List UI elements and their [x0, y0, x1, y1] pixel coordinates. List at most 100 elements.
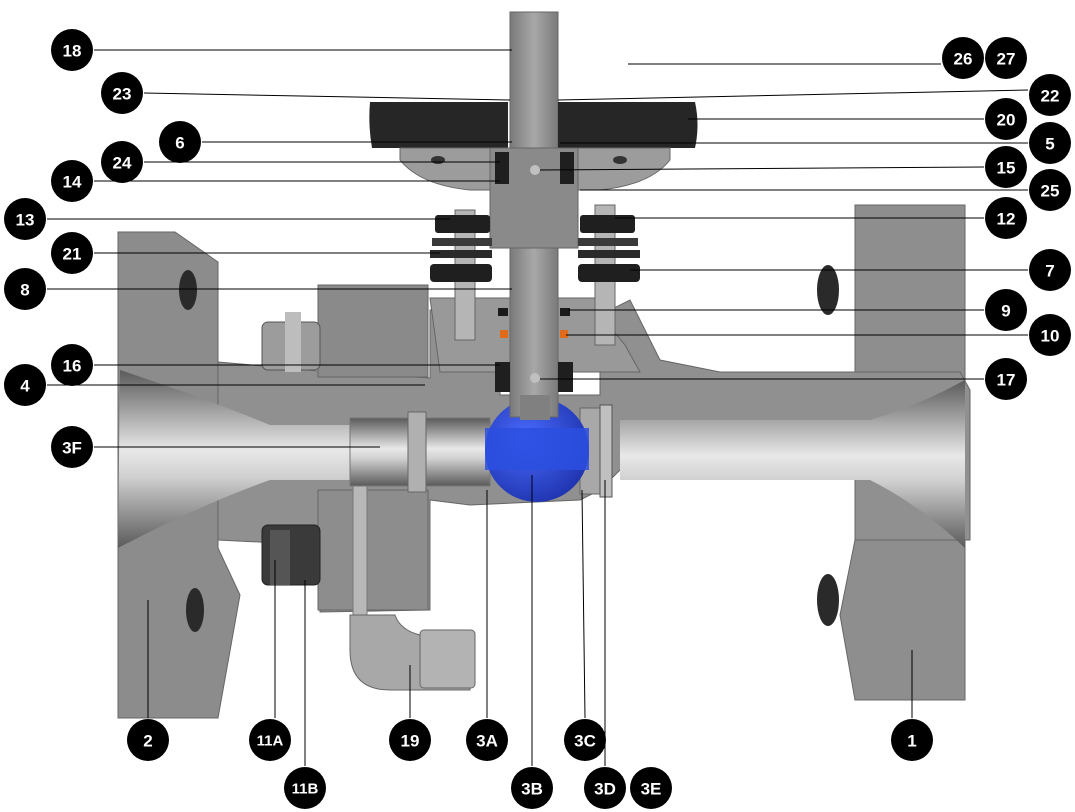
callout-label-7: 7 [1045, 262, 1054, 281]
stem-oring-left [500, 330, 508, 338]
outlet-bore-right [620, 380, 965, 548]
callout-bubble-13 [4, 198, 46, 240]
callout-bubble-22 [1029, 74, 1071, 116]
callout-label-21: 21 [63, 245, 82, 264]
callout-label-3B: 3B [521, 780, 543, 799]
callout-bubble-3B [511, 767, 553, 809]
stem-seal-black-r [560, 308, 570, 316]
callout-bubble-3E [630, 767, 672, 809]
callout-label-15: 15 [997, 159, 1016, 178]
stop-plate-hole-right [613, 156, 627, 164]
leader-line-23 [143, 92, 511, 101]
stem-pin-upper [530, 165, 540, 175]
callout-label-19: 19 [401, 732, 420, 751]
callout-bubble-26 [942, 37, 984, 79]
callout-label-11B: 11B [292, 781, 319, 798]
ball-bore [485, 428, 589, 470]
seat-spring [599, 404, 613, 498]
left-flange-bolt-hole-bottom [186, 588, 204, 632]
callout-bubble-1 [891, 719, 933, 761]
callout-bubble-9 [985, 289, 1027, 331]
stem-pin-lower [530, 373, 540, 383]
right-flange-bolt-hole-top [817, 265, 839, 315]
bolt-head-lower [270, 530, 290, 585]
callout-label-9: 9 [1001, 302, 1010, 321]
callout-label-22: 22 [1041, 87, 1060, 106]
disc-spring-right-3 [578, 264, 640, 282]
callout-bubble-2 [127, 719, 169, 761]
callout-label-6: 6 [175, 134, 184, 153]
callout-bubble-4 [4, 364, 46, 406]
callout-bubble-25 [1029, 169, 1071, 211]
callout-label-3A: 3A [476, 732, 498, 751]
callout-label-3F: 3F [62, 439, 82, 458]
seat-ring-left [407, 411, 427, 493]
callout-bubble-3C [564, 719, 606, 761]
leader-line-22 [557, 89, 1029, 101]
stud-nut-left [435, 215, 490, 233]
callout-label-2: 2 [143, 732, 152, 751]
callout-bubble-3D [584, 767, 626, 809]
callout-label-23: 23 [113, 85, 132, 104]
callout-bubble-11A [249, 719, 291, 761]
callout-bubble-14 [51, 160, 93, 202]
callout-bubble-5 [1029, 122, 1071, 164]
seat-retainer-block [317, 284, 429, 378]
lower-bearing-right [558, 362, 573, 392]
stem-assembly [369, 11, 698, 420]
bolt-shank-upper [285, 312, 301, 372]
callout-bubble-6 [159, 121, 201, 163]
callout-label-1: 1 [907, 732, 916, 751]
handle-lever-right [558, 102, 698, 148]
packing-ring-upper-left [495, 152, 509, 184]
stem-seal-black [498, 308, 508, 316]
callout-bubble-24 [101, 141, 143, 183]
stem-oring-right [560, 330, 568, 338]
callout-bubble-3A [466, 719, 508, 761]
callout-label-8: 8 [20, 281, 29, 300]
callout-label-12: 12 [997, 210, 1016, 229]
callout-label-27: 27 [997, 50, 1016, 69]
callout-bubble-10 [1029, 314, 1071, 356]
callout-bubble-18 [51, 29, 93, 71]
callout-bubble-15 [985, 146, 1027, 188]
callout-label-18: 18 [63, 42, 82, 61]
callout-label-26: 26 [954, 50, 973, 69]
callout-label-25: 25 [1041, 182, 1060, 201]
leader-line-3C [581, 489, 586, 719]
callout-label-3C: 3C [574, 732, 596, 751]
callout-label-5: 5 [1045, 135, 1054, 154]
right-flange-bolt-hole-bottom [817, 574, 839, 626]
disc-spring-right-2 [578, 250, 640, 258]
left-flange-bolt-hole-top [179, 270, 197, 310]
callout-bubble-19 [389, 719, 431, 761]
disc-spring-left-3 [430, 264, 492, 282]
callout-bubble-17 [985, 358, 1027, 400]
injection-tube [352, 485, 368, 617]
lower-bearing-left [495, 362, 510, 392]
callout-bubble-7 [1029, 249, 1071, 291]
callout-label-3D: 3D [594, 780, 616, 799]
callout-bubble-23 [101, 72, 143, 114]
callout-bubble-27 [985, 37, 1027, 79]
callout-label-3E: 3E [641, 780, 662, 799]
handle-lever [369, 102, 508, 148]
callout-label-13: 13 [16, 211, 35, 230]
callout-label-11A: 11A [257, 733, 284, 750]
callout-label-20: 20 [997, 111, 1016, 130]
callout-bubble-12 [985, 197, 1027, 239]
callout-bubble-8 [4, 268, 46, 310]
callout-bubble-16 [51, 344, 93, 386]
callout-label-4: 4 [20, 377, 30, 396]
stop-plate-hole-left [431, 156, 445, 164]
disc-spring-right-1 [578, 238, 638, 246]
callout-bubble-3F [51, 426, 93, 468]
callout-bubble-21 [51, 232, 93, 274]
lower-side-block [317, 489, 429, 611]
leader-line-15 [539, 166, 985, 171]
packing-ring-upper-right [560, 152, 574, 184]
disc-spring-left-1 [432, 238, 492, 246]
tube-nut [419, 629, 476, 689]
